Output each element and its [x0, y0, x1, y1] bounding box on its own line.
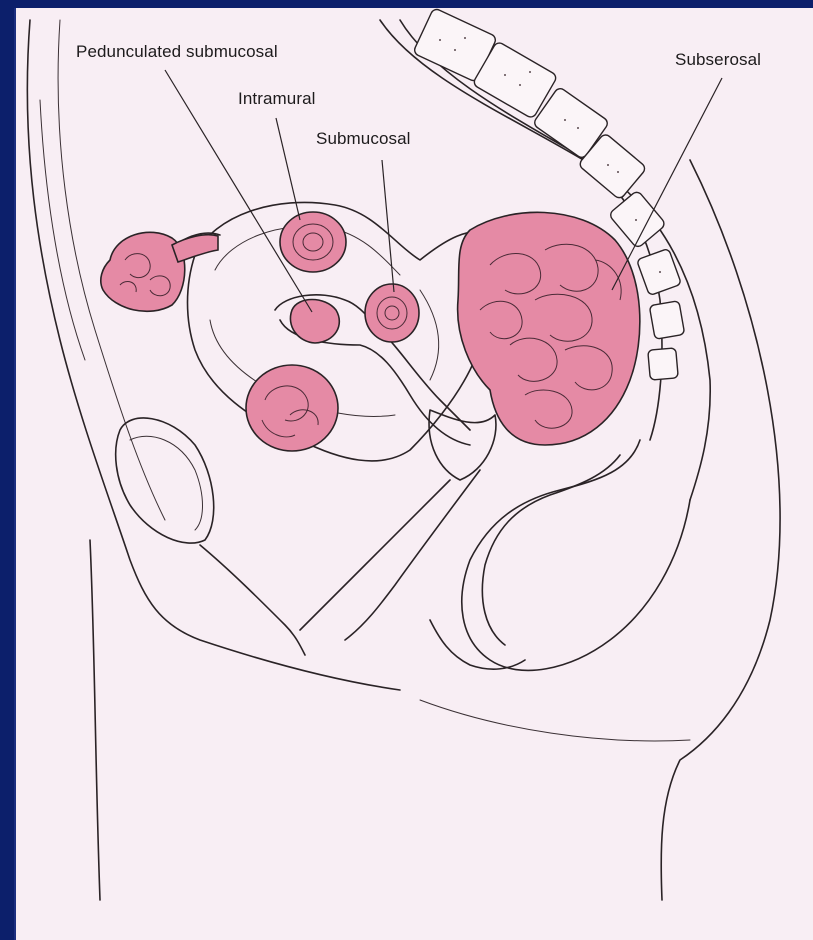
pedunculated-submucosal-fibroid	[290, 300, 339, 344]
rectum-inner	[482, 455, 620, 645]
urethra	[200, 545, 305, 655]
vagina-anterior	[300, 480, 450, 630]
label-subserosal: Subserosal	[675, 50, 761, 70]
label-submucosal: Submucosal	[316, 129, 411, 149]
vagina-posterior	[345, 470, 480, 640]
subserosal-fibroid	[458, 212, 640, 445]
label-pedunculated-submucosal: Pedunculated submucosal	[76, 42, 278, 62]
lower-anterior-fibroid	[246, 365, 338, 451]
buttock-curve	[420, 700, 690, 741]
myometrium-line-3	[420, 290, 439, 380]
leader-submucosal	[382, 160, 394, 292]
posterior-body-outline	[661, 160, 780, 900]
intramural-fibroid	[280, 212, 346, 272]
label-intramural: Intramural	[238, 89, 316, 109]
bladder-inner	[130, 436, 203, 530]
cervix	[429, 410, 496, 480]
submucosal-fibroid	[365, 284, 419, 342]
abdominal-wall-outer-line	[40, 100, 85, 360]
pedunculated-subserosal-fibroid	[101, 232, 218, 311]
anal-canal	[430, 620, 525, 669]
perineum-outline	[90, 540, 100, 900]
